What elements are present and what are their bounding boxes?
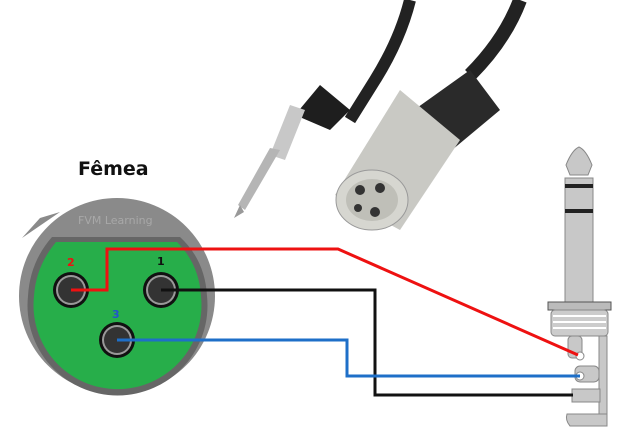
cable-photo — [234, 0, 527, 231]
pin-label-1: 1 — [157, 255, 165, 268]
pin-label-3: 3 — [112, 308, 120, 321]
pin-label-2: 2 — [67, 256, 75, 269]
xlr-female-connector: FVM Learning 2 1 3 — [19, 198, 215, 396]
connector-title: Fêmea — [78, 158, 149, 180]
black-wire — [161, 288, 573, 397]
watermark: FVM Learning — [78, 214, 153, 227]
red-wire — [71, 247, 579, 357]
trs-plug — [547, 146, 612, 427]
blue-wire — [117, 338, 580, 378]
